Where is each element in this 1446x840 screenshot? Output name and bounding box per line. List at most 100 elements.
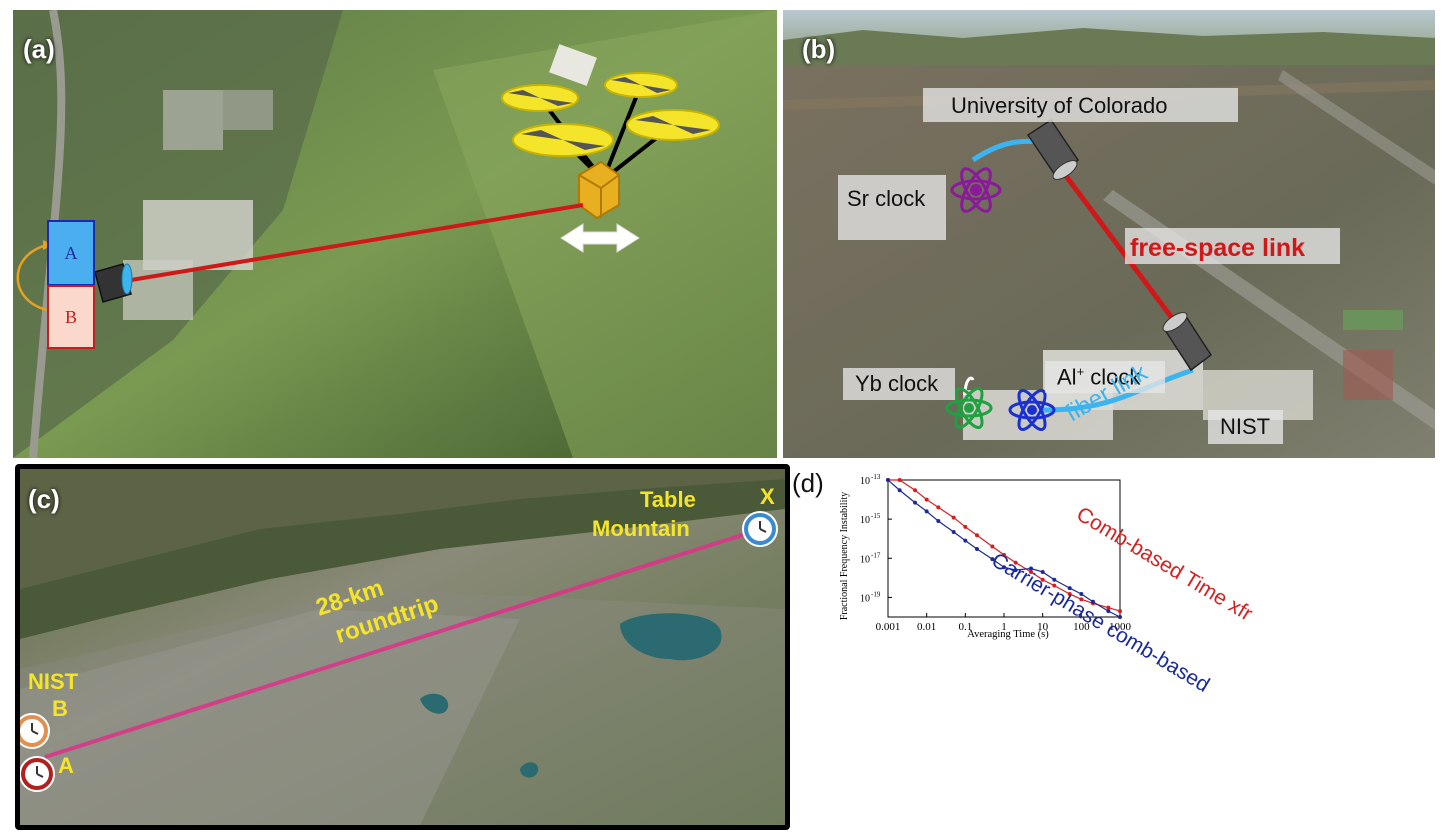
nist-c-label: NIST — [28, 669, 79, 694]
y-tick-exponent: -19 — [871, 590, 881, 598]
panel-a-label: (a) — [23, 34, 55, 64]
series-point-0 — [1040, 577, 1045, 582]
clock-box-b: B — [47, 285, 95, 349]
series-point-1 — [886, 478, 890, 482]
panel-c-scene — [20, 469, 785, 825]
series-point-1 — [924, 509, 929, 514]
series-point-0 — [1067, 591, 1072, 596]
clock-box-a-label: A — [64, 242, 78, 263]
y-tick-exponent: -17 — [871, 551, 881, 559]
chart-ylabel: Fractional Frequency Instability — [839, 492, 850, 620]
free-space-link-label: free-space link — [1130, 234, 1306, 262]
panel-d-label: (d) — [792, 468, 824, 498]
al-tag-box — [1045, 361, 1165, 393]
clock-a-icon — [20, 756, 55, 792]
y-tick-label: 10 — [860, 476, 870, 487]
series-point-0 — [1106, 605, 1111, 610]
x-tick-label: 1000 — [1109, 621, 1132, 633]
chart-xlabel: Averaging Time (s) — [967, 629, 1049, 640]
al-clock-suffix: clock — [1084, 364, 1141, 390]
series-point-0 — [963, 524, 968, 529]
laser-beam — [130, 203, 584, 282]
sr-tag-box — [838, 175, 946, 240]
panel-a: A B (a) — [13, 10, 777, 458]
yb-atom-icon — [945, 387, 993, 429]
nist-tag-box — [1208, 410, 1283, 444]
telescope-cu-icon — [1026, 118, 1080, 180]
x-tick-label: 0.1 — [958, 621, 972, 633]
roundtrip-line — [44, 528, 759, 759]
y-tick-exponent: -15 — [871, 512, 881, 520]
y-tick-label: 10 — [860, 593, 870, 604]
series-point-0 — [897, 478, 902, 482]
b-label: B — [52, 696, 68, 721]
series-point-0 — [1052, 583, 1057, 588]
x-tick-label: 100 — [1073, 621, 1090, 633]
series-point-1 — [1079, 591, 1084, 596]
series-point-1 — [913, 500, 918, 505]
series-point-1 — [951, 530, 956, 535]
series-point-1 — [963, 538, 968, 543]
series-point-0 — [1029, 569, 1034, 574]
series-point-0 — [974, 533, 979, 538]
university-label: University of Colorado — [951, 93, 1168, 118]
clock-box-b-label: B — [64, 306, 77, 327]
series-point-0 — [990, 544, 995, 549]
table-mountain-line2: Mountain — [592, 515, 690, 541]
series-point-0 — [924, 497, 929, 502]
series-line-1 — [887, 479, 1121, 618]
series-point-1 — [990, 557, 995, 562]
panel-c: Table Mountain X 28-km roundtrip NIST B … — [15, 464, 790, 830]
y-tick-exponent: -13 — [871, 473, 881, 481]
panel-a-scene — [13, 10, 777, 458]
series-point-1 — [936, 519, 941, 524]
sr-clock-label: Sr clock — [847, 186, 926, 211]
a-label: A — [58, 753, 74, 778]
sr-atom-icon — [950, 167, 1002, 213]
y-tick-label: 10 — [860, 515, 870, 526]
double-arrow-icon — [560, 223, 640, 253]
series-point-1 — [1090, 599, 1095, 604]
series-point-1 — [1052, 577, 1057, 582]
panel-b: University of Colorado Sr clock free-spa… — [783, 10, 1435, 458]
series-point-1 — [1002, 565, 1006, 570]
link-arrow — [16, 243, 48, 312]
series-point-0 — [1013, 560, 1018, 565]
legend-comb-based: Comb-based Time xfr — [1072, 503, 1256, 626]
series-point-0 — [1079, 597, 1084, 602]
y-tick-label: 10 — [860, 554, 870, 565]
drone-icon — [501, 72, 720, 220]
clock-x-icon — [742, 511, 778, 547]
series-line-0 — [888, 479, 1121, 612]
panel-b-label: (b) — [802, 34, 836, 64]
panel-c-label: (c) — [28, 484, 60, 514]
telescope-nist-icon — [1162, 312, 1213, 372]
al-clock-label: Al+ clock — [1057, 364, 1140, 390]
al-clock-sup: + — [1076, 364, 1085, 379]
clock-b-icon — [20, 713, 50, 749]
series-point-1 — [1067, 586, 1072, 591]
x-tick-label: 10 — [1037, 621, 1049, 633]
table-mountain-label: Table Mountain — [592, 486, 696, 543]
x-tick-label: 0.01 — [917, 621, 936, 633]
al-atom-icon — [1008, 389, 1056, 431]
free-space-tag-box — [1125, 228, 1340, 264]
series-point-0 — [913, 488, 918, 493]
yb-tag-box — [843, 368, 955, 400]
series-point-1 — [974, 546, 979, 551]
series-point-0 — [936, 505, 941, 510]
x-label: X — [760, 484, 775, 509]
clock-box-a: A — [47, 220, 95, 286]
x-tick-label: 0.001 — [876, 621, 901, 633]
university-tag-box — [923, 88, 1238, 122]
series-point-1 — [1118, 615, 1122, 619]
fiber-link-line — [1042, 367, 1194, 413]
yb-clock-label: Yb clock — [855, 371, 939, 396]
telescope-icon — [94, 263, 133, 303]
x-tick-label: 1 — [1001, 621, 1007, 633]
free-space-link-line — [1060, 170, 1178, 324]
nist-label: NIST — [1220, 414, 1271, 439]
series-point-0 — [951, 515, 956, 520]
